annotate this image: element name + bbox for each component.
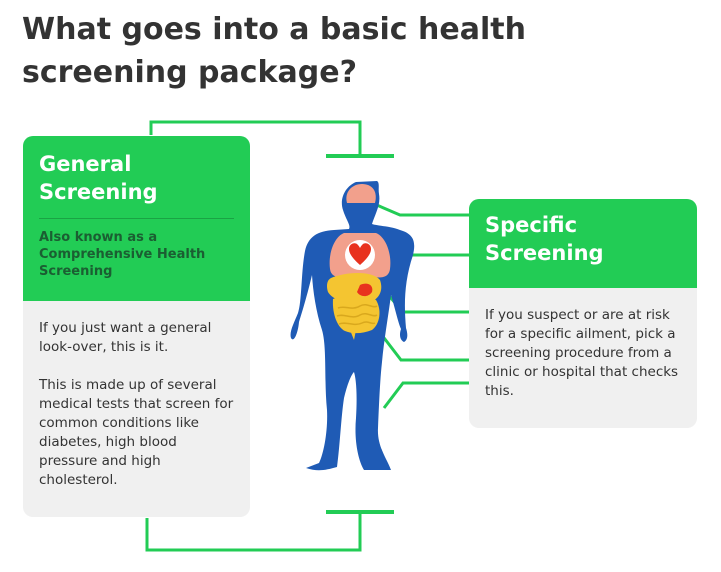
general-screening-card: General Screening Also known as a Compre…: [23, 136, 250, 517]
specific-paragraph-1: If you suspect or are at risk for a spec…: [485, 307, 679, 399]
specific-screening-body: If you suspect or are at risk for a spec…: [469, 288, 697, 401]
liver-red: [357, 283, 373, 297]
specific-screening-card: Specific Screening If you suspect or are…: [469, 199, 697, 428]
specific-screening-heading: Specific Screening: [485, 213, 604, 265]
general-paragraph-2: This is made up of several medical tests…: [39, 377, 234, 488]
intestine-tail: [350, 330, 356, 340]
general-screening-heading: General Screening: [39, 152, 158, 204]
general-screening-body: If you just want a general look-over, th…: [23, 301, 250, 490]
stomach: [327, 273, 382, 305]
page-title: What goes into a basic health screening …: [22, 12, 526, 90]
line-head: [371, 201, 470, 217]
intestine-lines: [336, 303, 378, 326]
line-intestine: [376, 329, 469, 362]
bottom-bracket: [145, 514, 362, 552]
line-leg: [382, 381, 469, 409]
general-paragraph-1: If you just want a general look-over, th…: [39, 320, 212, 355]
heart-icon: [345, 240, 375, 270]
general-screening-header: General Screening Also known as a Compre…: [23, 136, 250, 301]
general-screening-subheading: Also known as a Comprehensive Health Scr…: [39, 230, 206, 279]
header-divider: [39, 218, 234, 219]
specific-screening-header: Specific Screening: [469, 199, 697, 288]
top-bracket: [149, 120, 362, 155]
human-body-illustration: [290, 181, 415, 471]
head-pink: [346, 184, 376, 203]
